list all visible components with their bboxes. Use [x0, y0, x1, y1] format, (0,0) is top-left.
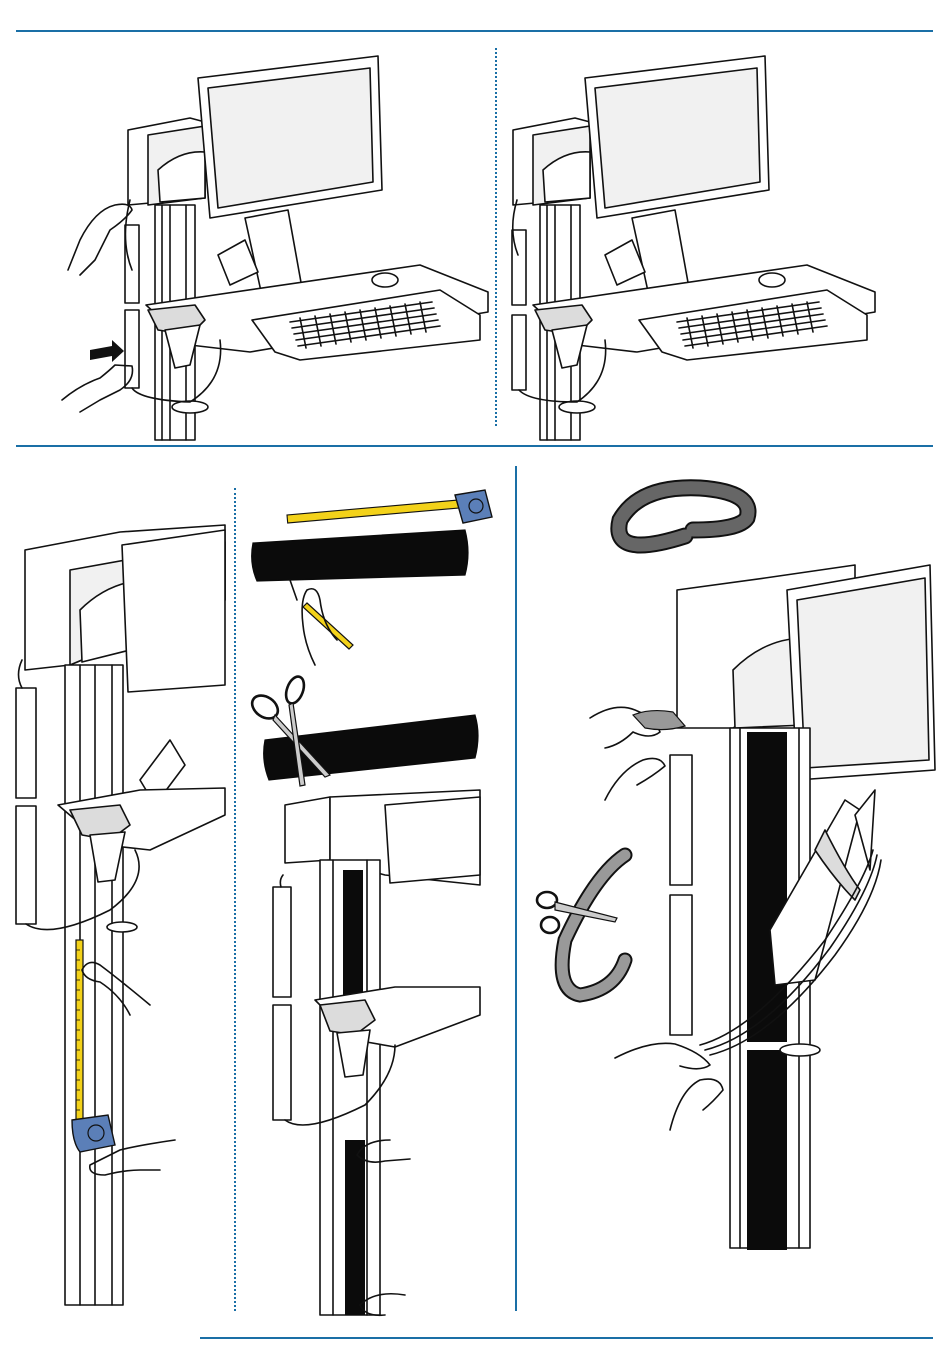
bottom-solid-separator — [515, 466, 517, 1311]
cart-cable-routed-illustration — [490, 40, 930, 460]
measure-mark-cut-cover-illustration — [245, 475, 515, 1325]
foam-cover-install-illustration — [525, 470, 945, 1290]
cart-cable-feed-illustration — [40, 40, 540, 460]
bottom-divider — [200, 1337, 933, 1339]
top-divider — [16, 30, 933, 32]
tape-measure-pole-illustration — [10, 470, 240, 1300]
